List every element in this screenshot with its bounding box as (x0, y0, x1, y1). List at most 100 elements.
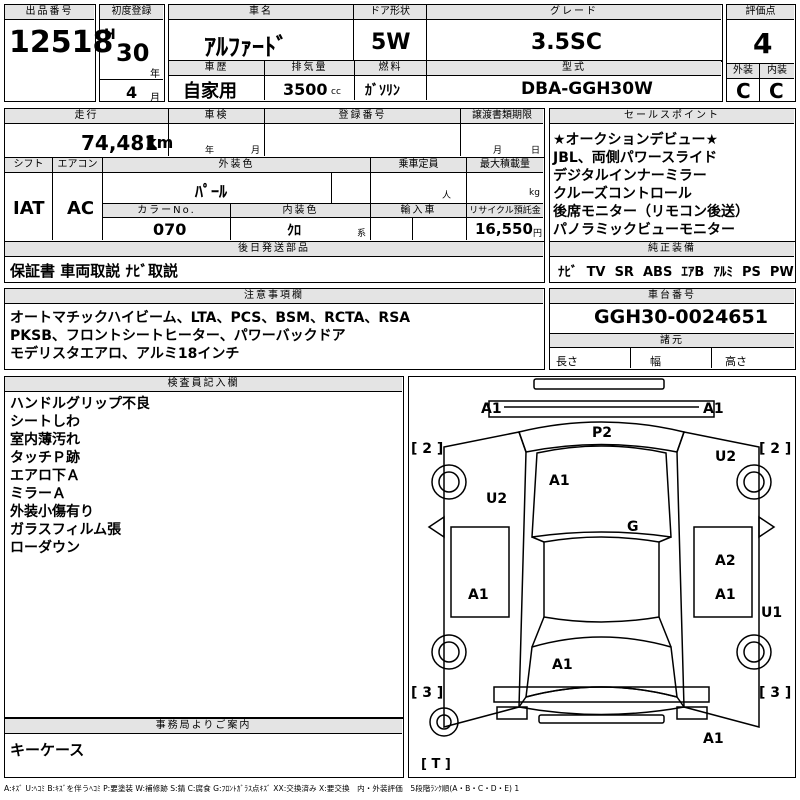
chassis-number: GGH30-0024651 (594, 306, 768, 328)
sales-points-label: セールスポイント (550, 109, 794, 124)
history: 自家用 (183, 81, 237, 102)
inspection-label: 車検 (169, 109, 265, 124)
inspector-line: ミラーＡ (10, 486, 66, 502)
grade: 3.5SC (531, 30, 602, 55)
model-label: 型式 (427, 61, 721, 76)
inspector-label: 検査員記入欄 (5, 377, 402, 392)
equipment-item: SR (614, 265, 634, 280)
grade-label: グレード (427, 5, 721, 20)
later-items: 保証書 車両取説 ﾅﾋﾞ取説 (10, 262, 178, 280)
sales-points-box: セールスポイント ★オークションデビュー★ JBL、両側パワースライド デジタル… (549, 108, 796, 242)
import-label: 輸入車 (371, 203, 467, 218)
car-diagram-drawing (427, 378, 776, 737)
recycle-unit: 円 (533, 229, 543, 239)
sales-point-item: デジタルインナーミラー (553, 168, 707, 184)
damage-mark: A1 (481, 401, 502, 417)
later-items-box: 後日発送部品 保証書 車両取説 ﾅﾋﾞ取説 (4, 241, 545, 283)
recycle: 16,550 (475, 220, 533, 238)
damage-mark: G (627, 519, 639, 535)
first-reg-box: 初度登録 H 30 年 4 月 (99, 4, 165, 104)
int-color-unit: 系 (357, 229, 367, 239)
chassis-box: 車台番号 GGH30-0024651 諸元 長さ 幅 高さ (549, 288, 796, 370)
car-diagram: A1 A1 P2 [ 2 ] [ 2 ] U2 A1 U2 G A2 A1 A1… (408, 376, 796, 778)
inspector-line: ローダウン (10, 540, 80, 556)
doc-month-unit: 月 (493, 146, 503, 156)
inspector-list: ハンドルグリップ不良 シートしわ 室内薄汚れ タッチＰ跡 エアロ下Ａ ミラーＡ … (10, 395, 150, 557)
sales-point-item: ★オークションデビュー★ (553, 132, 719, 148)
reg-no-label: 登録番号 (265, 109, 461, 124)
spec-height: 高さ (725, 355, 747, 368)
mileage-label: 走行 (5, 109, 169, 124)
shift: IAT (13, 198, 45, 219)
damage-mark: [ 3 ] (411, 685, 444, 701)
damage-mark: [ 2 ] (759, 441, 792, 457)
car-name-label: 車名 (169, 5, 354, 20)
damage-mark: U2 (486, 491, 508, 507)
sales-points-list: ★オークションデビュー★ JBL、両側パワースライド デジタルインナーミラー ク… (553, 131, 749, 239)
equipment-item: ABS (643, 265, 673, 280)
ac: AC (67, 198, 95, 219)
doc-day-unit: 日 (531, 146, 541, 156)
damage-mark: A1 (549, 473, 570, 489)
displacement: 3500 (283, 80, 328, 99)
history-label: 車歴 (169, 61, 265, 76)
mileage: 74,481 (81, 131, 159, 155)
capacity-unit: 人 (442, 191, 452, 201)
load-label: 最大積載量 (467, 158, 543, 173)
legend: A:ｷｽﾞ U:ﾍｺﾐ B:ｷｽﾞを伴うﾍｺﾐ P:要塗装 W:補修跡 S:錆 … (4, 784, 520, 793)
notes-label: 注意事項欄 (5, 289, 543, 304)
score-label: 評価点 (727, 5, 794, 20)
fuel: ｶﾞｿﾘﾝ (365, 83, 400, 99)
door-label: ドア形状 (354, 5, 427, 20)
displacement-unit: cc (331, 87, 341, 97)
damage-mark: [ T ] (421, 757, 451, 772)
score: 4 (753, 27, 773, 60)
notes-list: オートマチックハイビーム、LTA、PCS、BSM、RCTA、RSA PKSB、フ… (10, 309, 410, 363)
chassis-label: 車台番号 (550, 289, 794, 304)
damage-mark: A1 (715, 587, 736, 603)
era: H (104, 27, 116, 43)
damage-mark: U1 (761, 605, 783, 621)
inspector-line: 外装小傷有り (10, 504, 94, 520)
month-unit: 月 (150, 93, 160, 104)
color-no: 070 (153, 220, 187, 239)
equipment-item: PS (741, 265, 761, 280)
sales-point-item: JBL、両側パワースライド (553, 150, 718, 166)
capacity-label: 乗車定員 (371, 158, 467, 173)
score-box: 評価点 4 外装 内装 C C (726, 4, 796, 103)
door-type: 5W (371, 30, 411, 55)
sales-point-item: 後席モニター（リモコン後送） (553, 204, 749, 220)
office-label: 事務局よりご案内 (5, 719, 402, 734)
int-color-label: 内装色 (231, 203, 371, 218)
spec-box: シフト エアコン 外装色 乗車定員 最大積載量 IAT AC ﾊﾟｰﾙ 人 kg… (4, 157, 545, 242)
note-line: モデリスタエアロ、アルミ18インチ (10, 346, 240, 362)
note-line: オートマチックハイビーム、LTA、PCS、BSM、RCTA、RSA (10, 310, 411, 326)
model: DBA-GGH30W (521, 79, 653, 99)
inspector-line: エアロ下Ａ (10, 468, 80, 484)
fuel-label: 燃料 (355, 61, 427, 76)
lot-box: 出品番号 12518 (4, 4, 113, 102)
equipment-item: TV (586, 265, 606, 280)
spec-length: 長さ (556, 355, 578, 368)
mileage-unit: km (146, 133, 174, 152)
inspector-line: タッチＰ跡 (10, 450, 80, 466)
spec-width: 幅 (650, 355, 661, 368)
specs-label: 諸元 (550, 333, 794, 348)
damage-mark: [ 2 ] (411, 441, 444, 457)
equipment-item: ｱﾙﾐ (713, 265, 733, 280)
equipment-label: 純正装備 (550, 242, 794, 257)
car-box-2: 車歴 排気量 燃料 型式 自家用 3500 cc ｶﾞｿﾘﾝ DBA-GGH30… (168, 60, 723, 102)
damage-mark: A1 (552, 657, 573, 673)
note-line: PKSB、フロントシートヒーター、パワーバックドア (10, 328, 346, 344)
damage-mark: [ 3 ] (759, 685, 792, 701)
lot-label: 出品番号 (5, 5, 94, 20)
equipment-list: ﾅﾋﾞ TV SR ABS ｴｱB ｱﾙﾐ PS PW (558, 261, 794, 280)
mileage-box: 走行 車検 登録番号 譲渡書類期限 74,481 km 年 月 月 日 (4, 108, 545, 158)
equipment-item: ﾅﾋﾞ (558, 265, 578, 280)
first-reg-label: 初度登録 (100, 5, 163, 20)
load-unit: kg (529, 188, 540, 198)
doc-deadline-label: 譲渡書類期限 (461, 109, 543, 124)
damage-mark: U2 (715, 449, 737, 465)
car-box: 車名 ドア形状 グレード ｱﾙﾌｧｰﾄﾞ 5W 3.5SC (168, 4, 723, 62)
damage-mark: A1 (703, 731, 724, 747)
